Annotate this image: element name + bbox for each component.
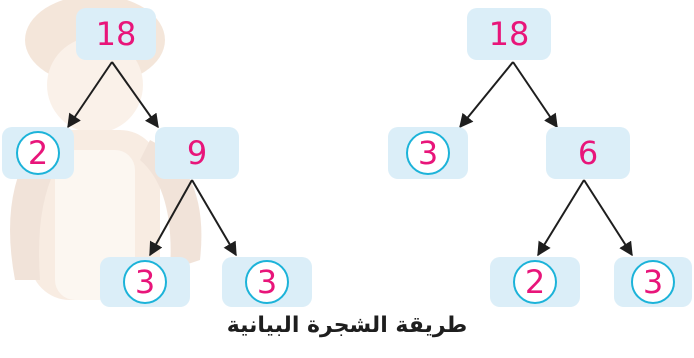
left-tree-root-node: 18 (76, 8, 156, 60)
right-tree-bottom-right-node: 3 (614, 257, 692, 307)
arrow-right-root-to-leaf (459, 61, 514, 129)
right-tree-bottom-right-value: 3 (642, 263, 664, 301)
left-tree-bottom-left-node: 3 (100, 257, 190, 307)
arrow-left-middle-to-bottom-right (191, 179, 237, 257)
right-tree-leaf-value: 3 (417, 134, 439, 172)
right-tree-middle-value: 6 (577, 134, 599, 172)
left-tree-bottom-right-node: 3 (222, 257, 312, 307)
right-tree-middle-node: 6 (546, 127, 630, 179)
left-tree-middle-value: 9 (186, 134, 208, 172)
arrow-right-middle-to-bottom-right (583, 179, 633, 257)
left-tree-leaf-value: 2 (27, 134, 49, 172)
arrow-left-root-to-leaf (67, 61, 113, 129)
left-tree-bottom-left-circle: 3 (123, 260, 167, 304)
left-tree-bottom-right-circle: 3 (245, 260, 289, 304)
left-tree-middle-node: 9 (155, 127, 239, 179)
arrow-right-middle-to-bottom-left (537, 179, 585, 257)
left-tree-bottom-right-value: 3 (256, 263, 278, 301)
right-tree-bottom-right-circle: 3 (631, 260, 675, 304)
right-tree-leaf-node: 3 (388, 127, 468, 179)
arrow-left-root-to-middle (111, 61, 159, 129)
right-tree-bottom-left-circle: 2 (513, 260, 557, 304)
right-tree-bottom-left-node: 2 (490, 257, 580, 307)
right-tree-bottom-left-value: 2 (524, 263, 546, 301)
diagram-caption: طريقة الشجرة البيانية (226, 313, 468, 338)
left-tree-leaf-node: 2 (2, 127, 74, 179)
left-tree-leaf-circle: 2 (16, 131, 60, 175)
right-tree-root-node: 18 (467, 8, 551, 60)
arrow-right-root-to-middle (512, 61, 558, 129)
right-tree-root-value: 18 (488, 15, 530, 53)
arrow-left-middle-to-bottom-left (149, 179, 193, 257)
left-tree-root-value: 18 (95, 15, 137, 53)
left-tree-bottom-left-value: 3 (134, 263, 156, 301)
right-tree-leaf-circle: 3 (406, 131, 450, 175)
